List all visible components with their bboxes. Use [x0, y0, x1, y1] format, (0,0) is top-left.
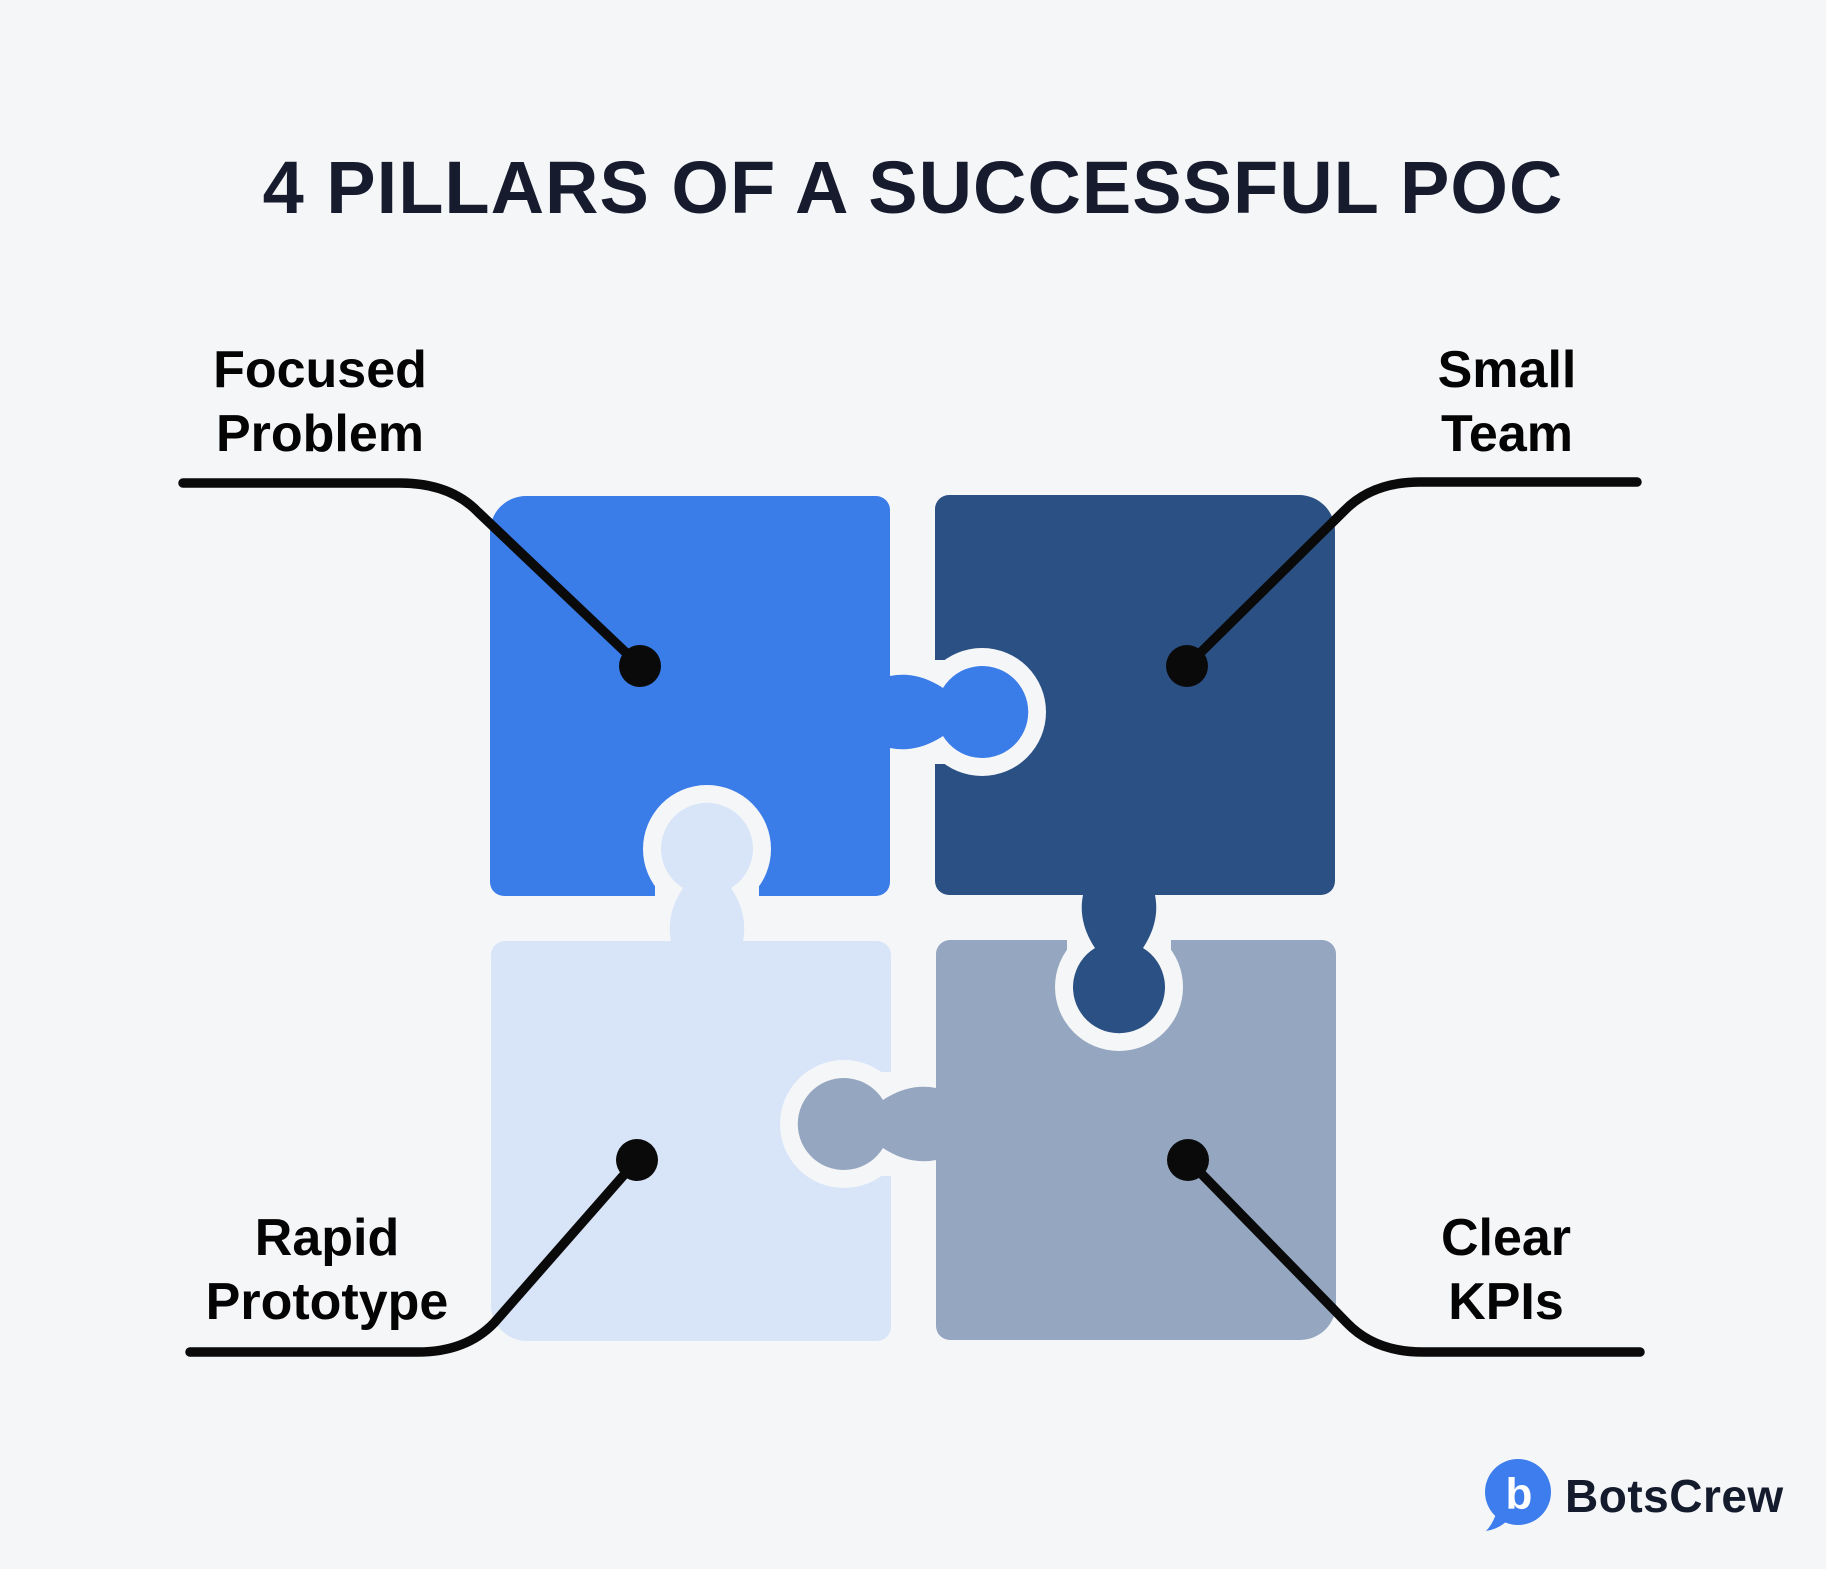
label-line: Problem	[215, 405, 425, 463]
label-line: KPIs	[1448, 1273, 1564, 1331]
callout-connectors	[178, 477, 1645, 1357]
label-line: Focused	[213, 341, 427, 399]
page-title: 4 PILLARS OF A SUCCESSFUL POC	[262, 146, 1564, 229]
callout-line-small-team	[1182, 477, 1642, 671]
label-focused-problem: Focused Problem	[120, 338, 520, 466]
label-line: Team	[1441, 405, 1573, 463]
speech-bubble-icon: b	[1485, 1459, 1551, 1531]
label-clear-kpis: Clear KPIs	[1306, 1206, 1706, 1334]
logo-text: BotsCrew	[1565, 1470, 1784, 1522]
callout-dot-rapid-prototype	[616, 1139, 658, 1181]
callout-dots	[616, 645, 1209, 1181]
label-line: Small	[1437, 341, 1577, 399]
label-line: Clear	[1440, 1209, 1572, 1267]
callout-line-rapid-prototype	[185, 1155, 642, 1357]
label-small-team: Small Team	[1307, 338, 1707, 466]
label-rapid-prototype: Rapid Prototype	[127, 1206, 527, 1334]
botscrew-logo: b BotsCrew	[1485, 1459, 1784, 1533]
callout-line-focused-problem	[178, 478, 645, 671]
puzzle-pieces	[490, 495, 1336, 1341]
logo-letter: b	[1506, 1470, 1533, 1519]
callout-dot-small-team	[1166, 645, 1208, 687]
callout-dot-focused-problem	[619, 645, 661, 687]
label-line: Prototype	[205, 1273, 449, 1331]
callout-line-clear-kpis	[1183, 1155, 1645, 1357]
callout-dot-clear-kpis	[1167, 1139, 1209, 1181]
label-line: Rapid	[254, 1209, 400, 1267]
